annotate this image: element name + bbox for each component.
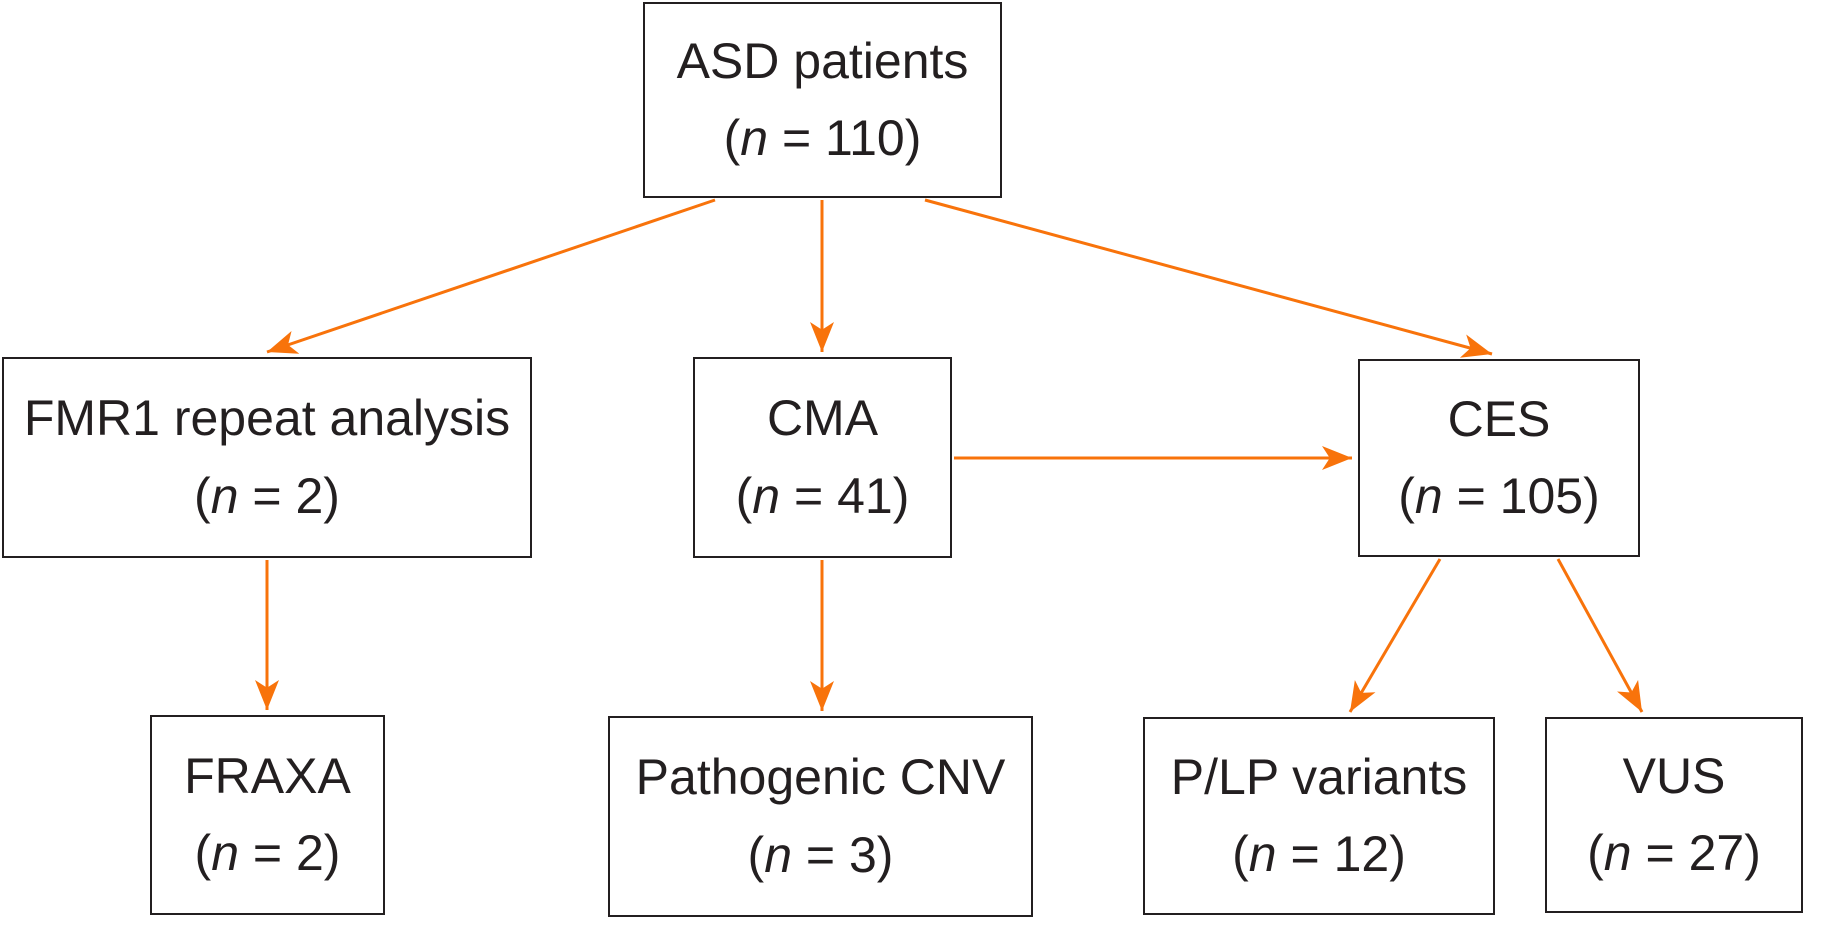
node-pathogenic-cnv: Pathogenic CNV (n = 3): [608, 716, 1033, 917]
node-cma-count: (n = 41): [735, 467, 910, 524]
arrow-ces-to-vus: [1556, 558, 1644, 713]
node-plp-variants-count: (n = 12): [1232, 826, 1406, 882]
node-fraxa-label: FRAXA: [184, 747, 351, 804]
node-asd-patients: ASD patients (n = 110): [643, 2, 1002, 198]
node-fraxa-count: (n = 2): [194, 825, 341, 881]
node-vus-count: (n = 27): [1587, 825, 1761, 881]
node-cma-label: CMA: [766, 390, 879, 446]
node-fmr1-count: (n = 2): [194, 467, 340, 524]
arrow-ces-to-plp: [1348, 558, 1442, 713]
node-asd-patients-label: ASD patients: [676, 32, 969, 89]
node-ces-label: CES: [1447, 390, 1551, 447]
node-ces-count: (n = 105): [1398, 468, 1600, 524]
node-plp-variants-label: P/LP variants: [1170, 748, 1468, 805]
node-pathogenic-cnv-label: Pathogenic CNV: [635, 749, 1006, 805]
node-pathogenic-cnv-count: (n = 3): [747, 826, 894, 883]
node-fmr1-repeat-analysis: FMR1 repeat analysis (n = 2): [2, 357, 532, 558]
node-vus: VUS (n = 27): [1545, 717, 1803, 913]
node-plp-variants: P/LP variants (n = 12): [1143, 717, 1495, 915]
arrow-asd-to-ces: [924, 198, 1493, 358]
node-fraxa: FRAXA (n = 2): [150, 715, 385, 915]
node-ces: CES (n = 105): [1358, 359, 1640, 557]
node-vus-label: VUS: [1622, 747, 1726, 804]
node-cma: CMA (n = 41): [693, 357, 952, 558]
arrow-asd-to-fmr1: [266, 198, 716, 354]
node-asd-patients-count: (n = 110): [723, 110, 922, 166]
node-fmr1-label: FMR1 repeat analysis: [23, 390, 511, 446]
